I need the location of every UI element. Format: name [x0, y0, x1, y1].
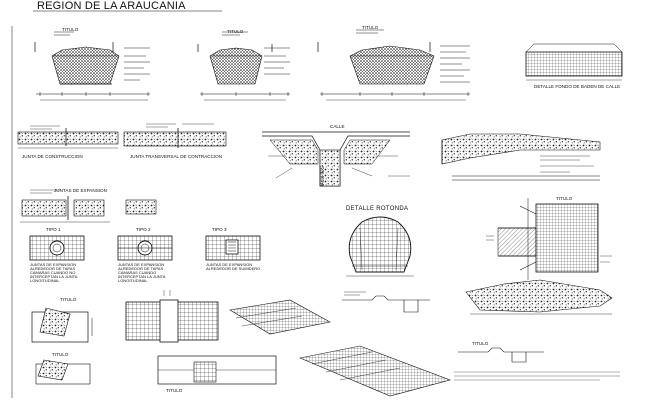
titulo-6: TITULO	[52, 352, 69, 357]
junta-transversal-label: JUNTA TRANSVERSAL DE CONTRACCION	[130, 154, 223, 159]
intersection-plan	[486, 198, 612, 280]
titulo-2: TITULO	[227, 29, 244, 34]
tipo-2-description: JUNTAS DE EXPANSION ALREDEDOR DE TAPAS C…	[118, 262, 166, 283]
titulo-7: TITULO	[166, 388, 183, 393]
baden-detail	[525, 43, 623, 81]
tipo-1-label: TIPO 1	[46, 227, 61, 232]
sheet-title: REGION DE LA ARAUCANIA	[37, 0, 186, 12]
tipo-1-description: JUNTAS DE EXPANSION ALREDEDOR DE TAPAS C…	[30, 262, 78, 283]
calle-label: CALLE	[330, 124, 345, 129]
titulo-4: TITULO	[556, 196, 573, 201]
tipo-2-plan	[117, 235, 173, 261]
junta-expansion-detail	[20, 189, 157, 223]
tipo-3-description: JUNTAS DE EXPANSION ALREDEDOR DE SUMIDER…	[206, 262, 261, 271]
section-2	[197, 31, 290, 101]
profile-small	[342, 291, 430, 313]
titulo-8: TITULO	[472, 341, 489, 346]
tank-detail	[31, 307, 93, 343]
rotonda-detail	[346, 216, 414, 277]
grid-plan-2	[157, 355, 277, 385]
solera-label: SOLERA	[318, 166, 324, 187]
profile-small-2	[454, 347, 620, 381]
titulo-5: TITULO	[60, 297, 77, 302]
section-1	[34, 31, 150, 101]
junta-transversal-detail	[123, 123, 227, 148]
tank-detail-2	[35, 359, 91, 385]
junta-construccion-label: JUNTA DE CONSTRUCCION	[22, 154, 83, 159]
junta-construccion-detail	[17, 125, 119, 149]
tipo-1-plan	[29, 235, 85, 261]
juntas-expansion-label: JUNTAS DE EXPANSION	[54, 188, 107, 193]
perspective-2	[298, 345, 451, 397]
rotonda-label: DETALLE ROTONDA	[346, 206, 409, 212]
tipo-3-plan	[205, 235, 261, 261]
baden-caption: DETALLE FONDO DE BADEN DE CALLE	[534, 84, 621, 89]
tipo-3-label: TIPO 3	[212, 227, 227, 232]
section-3	[317, 29, 470, 101]
tipo-2-label: TIPO 2	[136, 227, 151, 232]
grid-plan-1	[125, 290, 219, 343]
titulo-1: TITULO	[62, 27, 79, 32]
calle-section	[262, 131, 410, 187]
section-4	[441, 133, 601, 181]
titulo-3: TITULO	[362, 25, 379, 30]
section-5	[465, 279, 613, 315]
perspective-1	[229, 299, 331, 335]
